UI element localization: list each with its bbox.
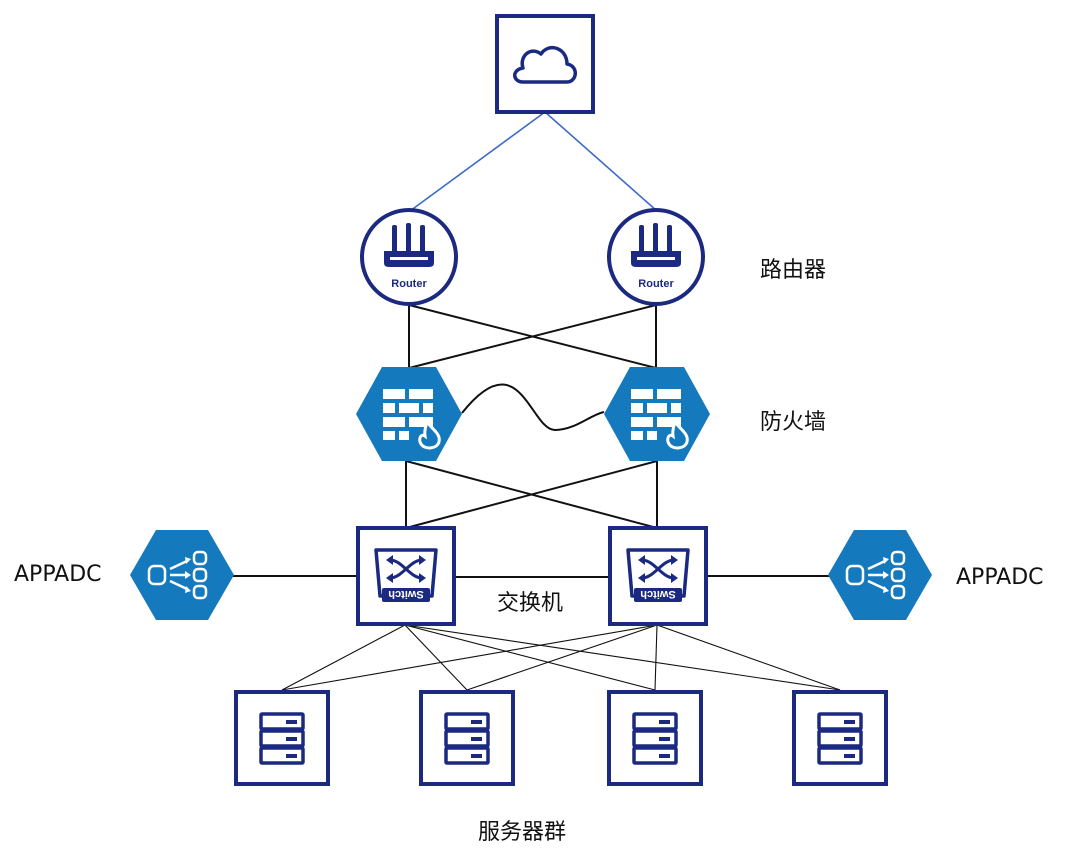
link-switch-server (656, 624, 841, 691)
link-switch-server (281, 624, 406, 691)
link-router-firewall (408, 304, 657, 369)
router-left-text: Router (391, 278, 427, 290)
appadc-right-label: APPADC (956, 565, 1044, 590)
server-2[interactable] (419, 690, 515, 786)
router-right-text: Router (638, 278, 674, 290)
link-firewall-switch (405, 460, 658, 529)
cloud-node[interactable] (495, 14, 595, 114)
link-cloud-router-right (544, 111, 658, 212)
server-4[interactable] (792, 690, 888, 786)
switch-icon (356, 526, 456, 626)
link-switch-server (281, 624, 658, 691)
switch-icon (608, 526, 708, 626)
link-switch-server (404, 624, 468, 691)
appadc-left[interactable] (128, 528, 236, 622)
server-1[interactable] (234, 690, 330, 786)
link-cloud-router-left (409, 111, 546, 212)
switch-tier-label: 交换机 (497, 591, 564, 616)
link-switch-server (654, 624, 658, 691)
link-switch-server (466, 624, 658, 691)
links (232, 111, 841, 691)
firewall-left[interactable] (354, 365, 464, 463)
server-icon (419, 690, 515, 786)
server-icon (607, 690, 703, 786)
appadc-left-label: APPADC (14, 562, 102, 587)
firewall-icon (354, 365, 464, 463)
server-3[interactable] (607, 690, 703, 786)
router-left[interactable]: Router (360, 208, 458, 306)
router-right[interactable]: Router (607, 208, 705, 306)
load-balancer-icon (826, 528, 934, 622)
firewall-right[interactable] (602, 365, 712, 463)
switch-right[interactable]: Switch (608, 526, 708, 626)
firewall-tier-label: 防火墙 (760, 410, 827, 435)
switch-right-text: Switch (640, 588, 676, 600)
server-icon (234, 690, 330, 786)
server-group-label: 服务器群 (478, 820, 567, 845)
load-balancer-icon (128, 528, 236, 622)
switch-left[interactable]: Switch (356, 526, 456, 626)
switch-left-text: Switch (388, 588, 424, 600)
link-switch-server (404, 624, 656, 691)
firewall-icon (602, 365, 712, 463)
appadc-right[interactable] (826, 528, 934, 622)
server-icon (792, 690, 888, 786)
router-tier-label: 路由器 (760, 258, 827, 283)
link-switch-server (404, 624, 841, 691)
cloud-icon (513, 45, 577, 84)
link-firewall-ha (461, 383, 605, 432)
